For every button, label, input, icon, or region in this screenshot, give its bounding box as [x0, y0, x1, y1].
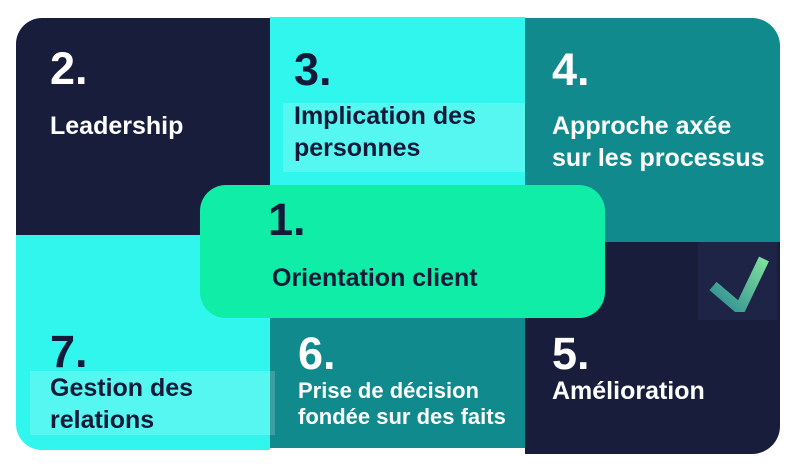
principle-2-label: Leadership — [50, 112, 184, 140]
checkmark-icon — [709, 256, 769, 312]
principle-5-number: 5. — [552, 328, 590, 379]
principle-4-label: Approche axée sur les processus — [552, 112, 765, 172]
checkmark-logo-container — [698, 242, 777, 320]
principle-1-number: 1. — [268, 194, 306, 245]
label-highlight-band — [283, 103, 525, 172]
principle-6-number: 6. — [298, 328, 336, 379]
label-highlight-band — [30, 371, 275, 435]
tile-implication-des-personnes — [270, 17, 525, 185]
principle-4-number: 4. — [552, 44, 590, 95]
principle-1-label: Orientation client — [272, 264, 478, 292]
principle-5-label: Amélioration — [552, 377, 705, 405]
principle-3-number: 3. — [294, 44, 332, 95]
principle-7-label: Gestion des relations — [50, 374, 194, 434]
tile-orientation-client — [200, 185, 605, 318]
principle-7-number: 7. — [50, 326, 88, 377]
principle-6-label: Prise de décision fondée sur des faits — [298, 378, 506, 429]
principle-2-number: 2. — [50, 43, 88, 94]
principle-3-label: Implication des personnes — [294, 102, 476, 162]
tile-prise-de-decision — [270, 318, 525, 448]
